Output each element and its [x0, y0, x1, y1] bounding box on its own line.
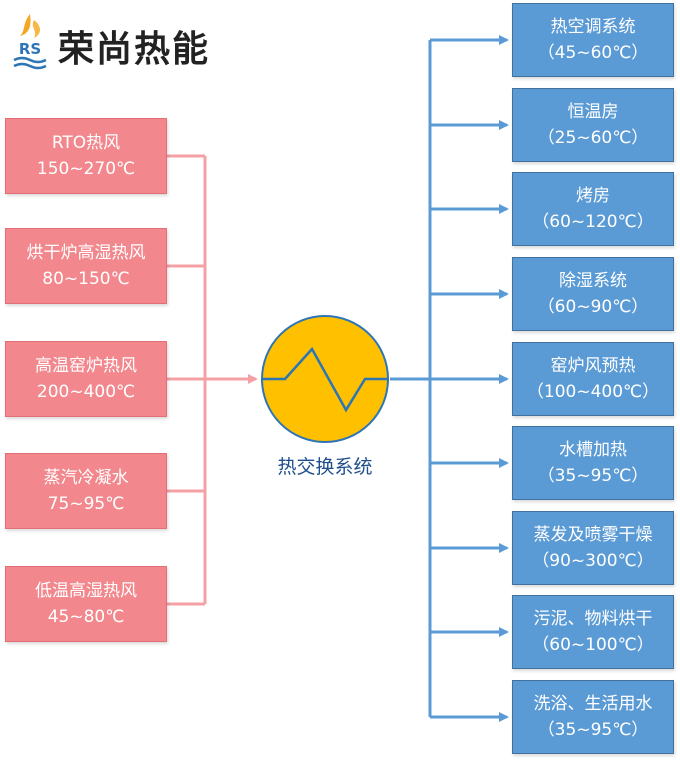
output-sludge-material-drying: 污泥、物料烘干 （60~100℃） — [512, 595, 674, 669]
heat-exchanger-label: 热交换系统 — [277, 456, 373, 478]
output-range: （35~95℃） — [537, 466, 649, 486]
output-range: （60~90℃） — [537, 297, 649, 317]
source-name: RTO热风 — [51, 133, 121, 153]
output-name: 热空调系统 — [550, 17, 636, 37]
output-tank-heating: 水槽加热 （35~95℃） — [512, 426, 674, 500]
source-low-temp-humid-air: 低温高湿热风 45~80℃ — [5, 566, 167, 642]
output-evaporation-spray-drying: 蒸发及喷雾干燥 （90~300℃） — [512, 511, 674, 585]
output-name: 蒸发及喷雾干燥 — [533, 525, 653, 545]
source-connectors — [167, 154, 258, 606]
output-range: （45~60℃） — [537, 43, 649, 63]
source-range: 200~400℃ — [36, 382, 136, 402]
source-name: 低温高湿热风 — [35, 581, 137, 601]
heat-exchanger-icon — [261, 315, 389, 443]
output-name: 污泥、物料烘干 — [533, 609, 653, 629]
output-range: （60~100℃） — [532, 635, 654, 655]
output-name: 烤房 — [576, 186, 610, 206]
output-name: 恒温房 — [567, 102, 619, 122]
output-name: 水槽加热 — [559, 440, 627, 460]
output-name: 洗浴、生活用水 — [533, 694, 653, 714]
source-rto-hot-air: RTO热风 150~270℃ — [5, 118, 167, 194]
output-drying-room: 烤房 （60~120℃） — [512, 172, 674, 246]
output-name: 窑炉风预热 — [550, 356, 636, 376]
output-connectors — [390, 35, 509, 722]
output-constant-temp-room: 恒温房 （25~60℃） — [512, 88, 674, 162]
brand-name: 荣尚热能 — [58, 28, 211, 70]
source-kiln-hot-air: 高温窑炉热风 200~400℃ — [5, 341, 167, 417]
source-range: 75~95℃ — [47, 494, 125, 514]
output-range: （100~400℃） — [526, 382, 660, 402]
source-range: 150~270℃ — [36, 159, 136, 179]
output-name: 除湿系统 — [559, 271, 627, 291]
output-kiln-air-preheat: 窑炉风预热 （100~400℃） — [512, 342, 674, 416]
source-range: 45~80℃ — [47, 607, 125, 627]
source-dryer-humid-air: 烘干炉高湿热风 80~150℃ — [5, 228, 167, 304]
source-name: 烘干炉高湿热风 — [26, 243, 146, 263]
source-name: 蒸汽冷凝水 — [43, 468, 129, 488]
output-range: （60~120℃） — [532, 212, 654, 232]
output-range: （25~60℃） — [537, 128, 649, 148]
output-range: （35~95℃） — [537, 720, 649, 740]
source-name: 高温窑炉热风 — [35, 356, 137, 376]
output-dehumidification: 除湿系统 （60~90℃） — [512, 257, 674, 331]
output-heat-air-conditioning: 热空调系统 （45~60℃） — [512, 3, 674, 77]
source-range: 80~150℃ — [42, 269, 130, 289]
output-bath-domestic-water: 洗浴、生活用水 （35~95℃） — [512, 680, 674, 754]
rs-flame-logo-icon: RS — [13, 14, 47, 70]
logo-letters: RS — [19, 40, 41, 58]
output-range: （90~300℃） — [532, 551, 654, 571]
brand-logo: RS 荣尚热能 — [8, 10, 248, 72]
source-steam-condensate: 蒸汽冷凝水 75~95℃ — [5, 453, 167, 529]
